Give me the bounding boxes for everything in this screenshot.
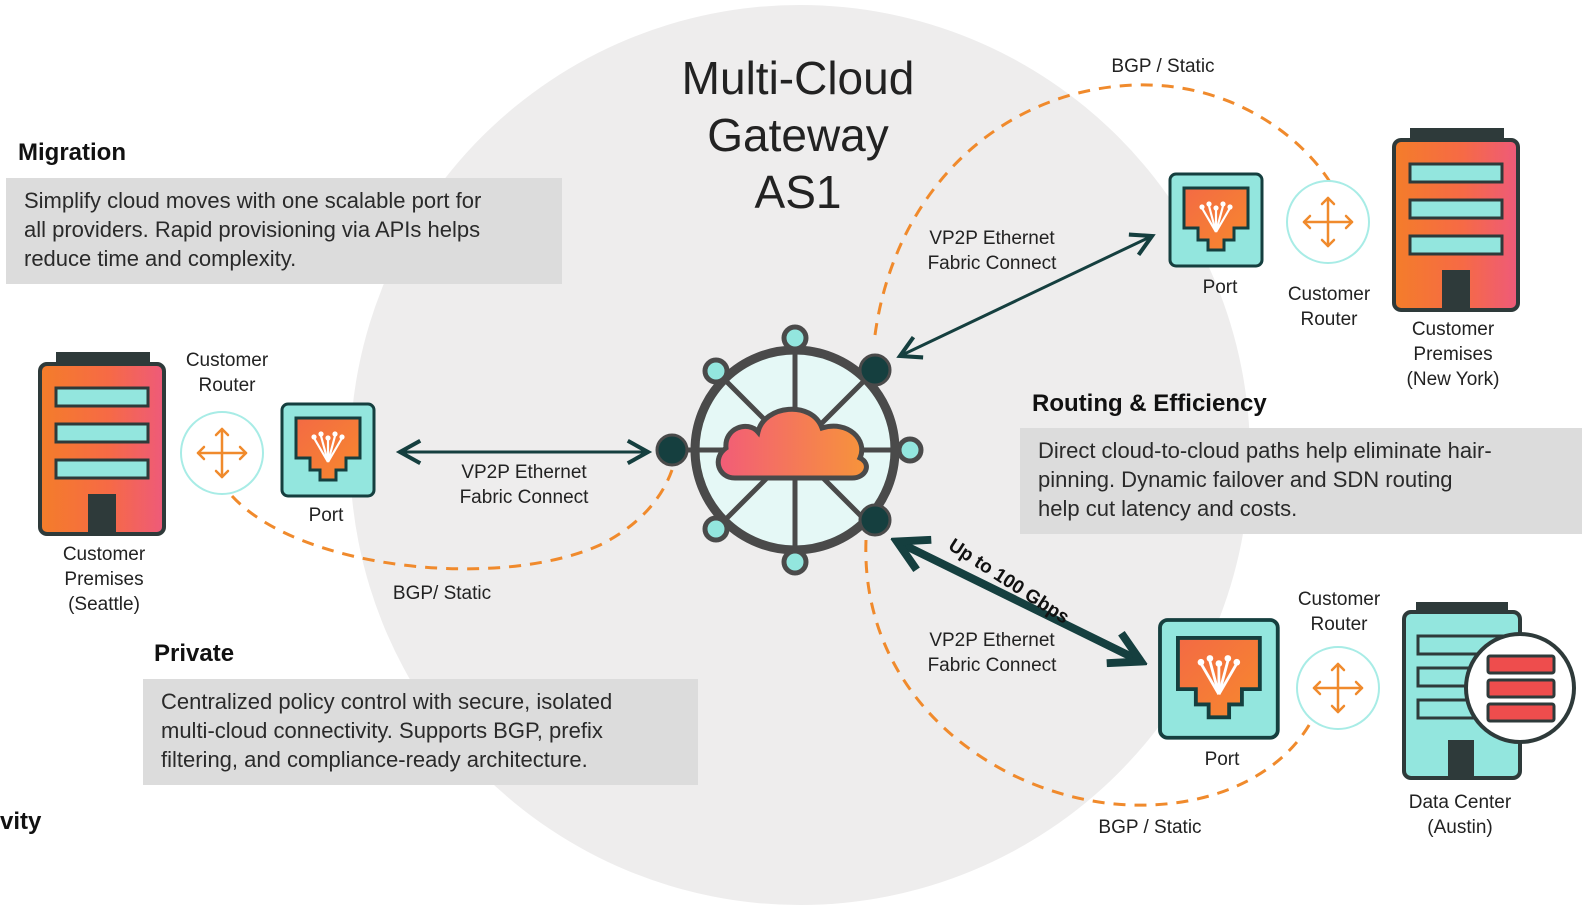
vp2p-left-line-1: VP2P Ethernet — [461, 462, 587, 483]
building-icon-seattle — [38, 350, 166, 536]
port-label-newyork: Port — [1202, 277, 1238, 298]
private-box: Centralized policy control with secure, … — [143, 679, 698, 785]
cloud-hub-icon — [655, 324, 924, 576]
port-icon-newyork — [1168, 172, 1264, 268]
title-line-2: Gateway — [707, 109, 889, 161]
premises-seattle-line-2: Premises — [64, 569, 144, 590]
vp2p-arrow-bottom-right — [900, 543, 1138, 660]
routing-heading: Routing & Efficiency — [1032, 390, 1267, 417]
building-icon-newyork — [1392, 126, 1520, 312]
routing-line-1: Direct cloud-to-cloud paths help elimina… — [1038, 438, 1492, 463]
premises-newyork-line-2: Premises — [1413, 344, 1493, 365]
migration-heading: Migration — [18, 139, 126, 166]
routing-line-2: pinning. Dynamic failover and SDN routin… — [1038, 467, 1453, 492]
private-line-1: Centralized policy control with secure, … — [161, 689, 613, 714]
port-icon-austin — [1158, 618, 1280, 740]
router-newyork-line-1: Customer — [1287, 284, 1371, 305]
premises-seattle-line-1: Customer — [62, 544, 146, 565]
router-austin-line-1: Customer — [1297, 589, 1381, 610]
premises-newyork-line-3: (New York) — [1406, 369, 1500, 390]
datacenter-icon — [1402, 602, 1576, 780]
router-seattle-line-2: Router — [198, 375, 256, 396]
bgp-curve-left — [230, 469, 674, 571]
migration-line-1: Simplify cloud moves with one scalable p… — [24, 188, 482, 213]
bgp-curve-top — [873, 83, 1332, 336]
vp2p-arrow-top-right — [896, 232, 1156, 360]
datacenter-line-1: Data Center — [1408, 792, 1512, 813]
router-icon-austin — [1295, 645, 1381, 731]
router-label-austin: Customer Router — [1274, 587, 1404, 637]
router-icon-newyork — [1285, 179, 1371, 265]
bgp-label-top: BGP / Static — [1111, 56, 1215, 77]
bgp-label-left: BGP/ Static — [392, 583, 492, 604]
datacenter-label: Data Center (Austin) — [1390, 790, 1530, 840]
vp2p-left-line-2: Fabric Connect — [459, 487, 589, 508]
router-label-newyork: Customer Router — [1264, 282, 1394, 332]
title-line-3: AS1 — [754, 166, 842, 218]
port-label-seattle: Port — [308, 505, 344, 526]
router-newyork-line-2: Router — [1300, 309, 1358, 330]
vp2p-label-left: VP2P Ethernet Fabric Connect — [424, 460, 624, 510]
private-line-3: filtering, and compliance-ready architec… — [161, 747, 588, 772]
router-icon-seattle — [179, 410, 265, 496]
router-seattle-line-1: Customer — [185, 350, 269, 371]
gateway-title: Multi-Cloud Gateway AS1 — [648, 50, 948, 221]
vp2p-top-line-1: VP2P Ethernet — [929, 228, 1055, 249]
migration-line-2: all providers. Rapid provisioning via AP… — [24, 217, 481, 242]
premises-newyork-line-1: Customer — [1411, 319, 1495, 340]
premises-label-newyork: Customer Premises (New York) — [1383, 317, 1523, 392]
port-icon-seattle — [280, 402, 376, 498]
router-label-seattle: Customer Router — [162, 348, 292, 398]
routing-line-3: help cut latency and costs. — [1038, 496, 1298, 521]
vp2p-top-line-2: Fabric Connect — [927, 253, 1057, 274]
port-label-austin: Port — [1204, 749, 1240, 770]
migration-line-3: reduce time and complexity. — [24, 246, 297, 271]
vp2p-label-bottom: VP2P Ethernet Fabric Connect — [892, 628, 1092, 678]
migration-box: Simplify cloud moves with one scalable p… — [6, 178, 562, 284]
cut-off-heading: vity — [0, 808, 42, 835]
premises-label-seattle: Customer Premises (Seattle) — [34, 542, 174, 617]
router-austin-line-2: Router — [1310, 614, 1368, 635]
bgp-curve-bottom — [864, 539, 1314, 807]
private-heading: Private — [154, 640, 235, 667]
bgp-label-bottom: BGP / Static — [1098, 817, 1202, 838]
datacenter-line-2: (Austin) — [1427, 817, 1493, 838]
routing-box: Direct cloud-to-cloud paths help elimina… — [1020, 428, 1582, 534]
title-line-1: Multi-Cloud — [681, 52, 915, 104]
vp2p-label-top: VP2P Ethernet Fabric Connect — [892, 226, 1092, 276]
private-line-2: multi-cloud connectivity. Supports BGP, … — [161, 718, 603, 743]
vp2p-bottom-line-1: VP2P Ethernet — [929, 630, 1055, 651]
vp2p-bottom-line-2: Fabric Connect — [927, 655, 1057, 676]
premises-seattle-line-3: (Seattle) — [68, 594, 140, 615]
